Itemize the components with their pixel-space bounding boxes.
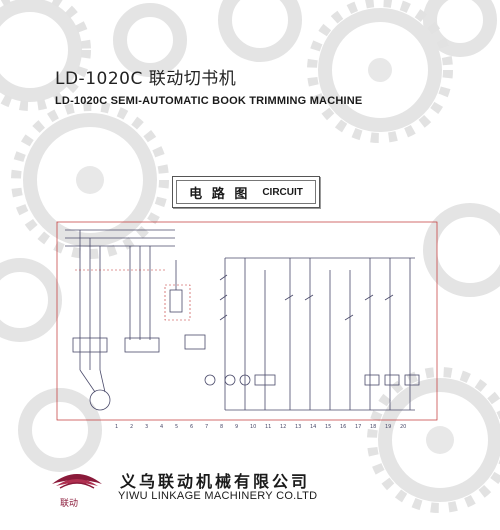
column-number: 17 — [355, 424, 361, 430]
column-number: 1 — [115, 424, 118, 430]
column-number: 11 — [265, 424, 271, 430]
column-number: 16 — [340, 424, 346, 430]
circuit-diagram: 1 2 3 4 5 6 7 8 9 10 11 12 13 14 15 16 1… — [56, 221, 438, 430]
column-number: 6 — [190, 424, 193, 430]
column-number: 10 — [250, 424, 256, 430]
column-number: 18 — [370, 424, 376, 430]
column-number: 20 — [400, 424, 406, 430]
column-number: 5 — [175, 424, 178, 430]
column-number: 13 — [295, 424, 301, 430]
title-english: LD-1020C SEMI-AUTOMATIC BOOK TRIMMING MA… — [55, 95, 363, 107]
column-number: 2 — [130, 424, 133, 430]
column-number: 12 — [280, 424, 286, 430]
column-number: 8 — [220, 424, 223, 430]
column-number: 3 — [145, 424, 148, 430]
column-number: 15 — [325, 424, 331, 430]
company-name-english: YIWU LINKAGE MACHINERY CO.LTD — [118, 490, 318, 502]
column-number: 9 — [235, 424, 238, 430]
logo-text: 联动 — [60, 499, 79, 509]
title-chinese: LD-1020C 联动切书机 — [55, 69, 237, 89]
column-number: 19 — [385, 424, 391, 430]
company-logo-icon — [52, 474, 102, 489]
column-number: 4 — [160, 424, 163, 430]
column-number: 14 — [310, 424, 316, 430]
circuit-label-english: CIRCUIT — [262, 186, 303, 198]
circuit-heading-box: 电 路 图 CIRCUIT — [172, 176, 320, 208]
column-number: 7 — [205, 424, 208, 430]
company-name-chinese: 义乌联动机械有限公司 — [120, 472, 311, 491]
circuit-label-chinese: 电 路 图 — [189, 185, 251, 201]
